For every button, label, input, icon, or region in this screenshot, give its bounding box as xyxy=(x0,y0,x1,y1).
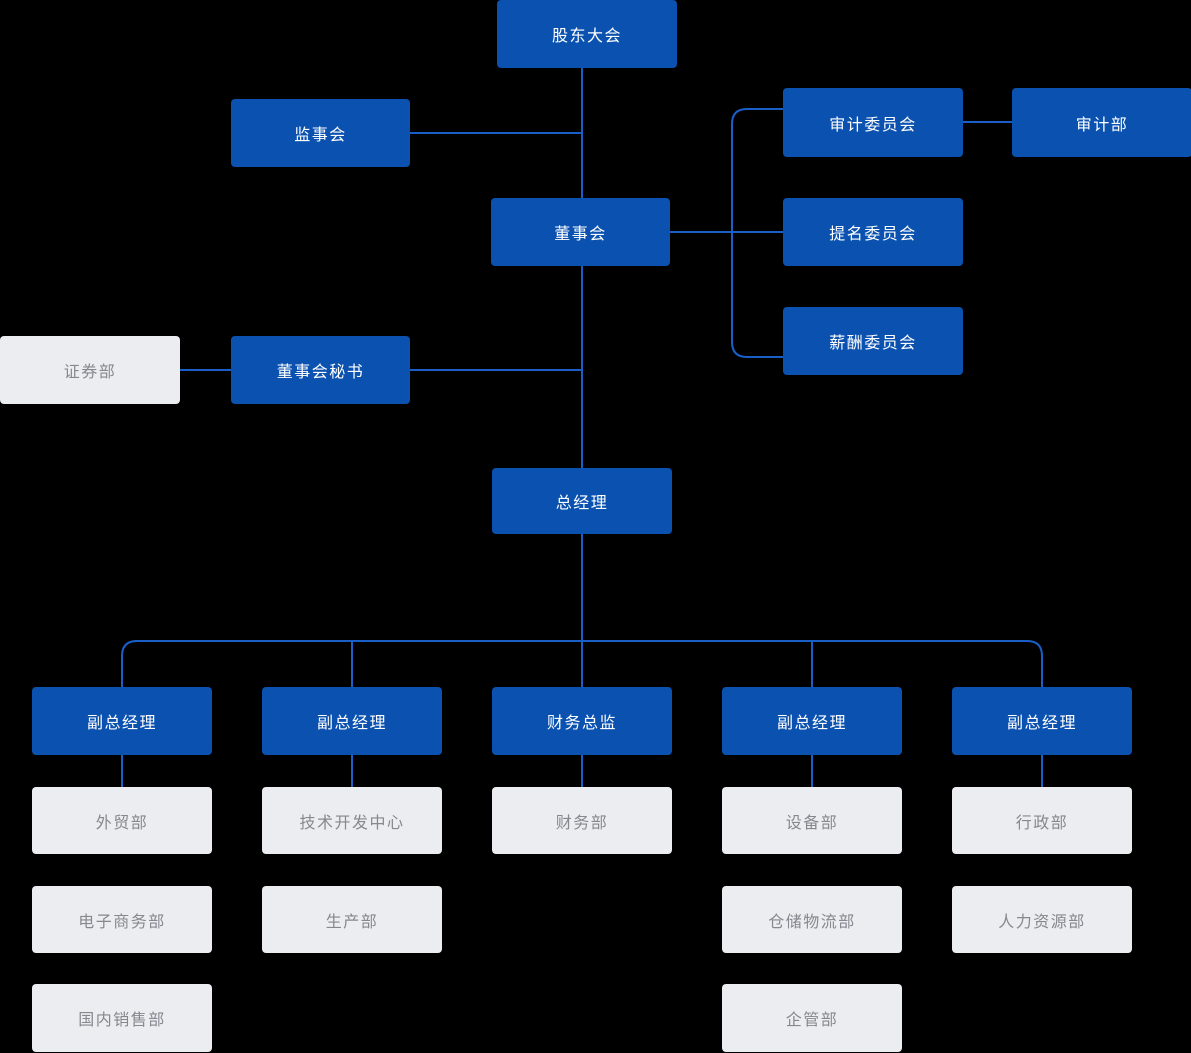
node-general-manager[interactable]: 总经理 xyxy=(492,468,672,534)
node-ecommerce-dept[interactable]: 电子商务部 xyxy=(32,886,212,953)
node-warehouse-logistics-dept[interactable]: 仓储物流部 xyxy=(722,886,902,953)
node-shareholders-meeting[interactable]: 股东大会 xyxy=(497,0,677,68)
node-hr-dept[interactable]: 人力资源部 xyxy=(952,886,1132,953)
node-enterprise-management-dept[interactable]: 企管部 xyxy=(722,984,902,1052)
node-nomination-committee[interactable]: 提名委员会 xyxy=(783,198,963,266)
node-audit-department[interactable]: 审计部 xyxy=(1012,88,1191,157)
node-tech-development-center[interactable]: 技术开发中心 xyxy=(262,787,442,854)
node-foreign-trade-dept[interactable]: 外贸部 xyxy=(32,787,212,854)
node-audit-committee[interactable]: 审计委员会 xyxy=(783,88,963,157)
node-finance-director[interactable]: 财务总监 xyxy=(492,687,672,755)
edge-committee-bracket xyxy=(731,108,783,358)
node-securities-department[interactable]: 证券部 xyxy=(0,336,180,404)
node-board-secretary[interactable]: 董事会秘书 xyxy=(231,336,410,404)
node-admin-dept[interactable]: 行政部 xyxy=(952,787,1132,854)
node-supervisory-board[interactable]: 监事会 xyxy=(231,99,410,167)
node-deputy-gm-3[interactable]: 副总经理 xyxy=(722,687,902,755)
node-deputy-gm-1[interactable]: 副总经理 xyxy=(32,687,212,755)
node-equipment-dept[interactable]: 设备部 xyxy=(722,787,902,854)
node-production-dept[interactable]: 生产部 xyxy=(262,886,442,953)
edge-branch-rail xyxy=(121,640,1043,687)
node-compensation-committee[interactable]: 薪酬委员会 xyxy=(783,307,963,375)
node-domestic-sales-dept[interactable]: 国内销售部 xyxy=(32,984,212,1052)
node-finance-dept[interactable]: 财务部 xyxy=(492,787,672,854)
node-deputy-gm-2[interactable]: 副总经理 xyxy=(262,687,442,755)
node-deputy-gm-4[interactable]: 副总经理 xyxy=(952,687,1132,755)
node-board-of-directors[interactable]: 董事会 xyxy=(491,198,670,266)
